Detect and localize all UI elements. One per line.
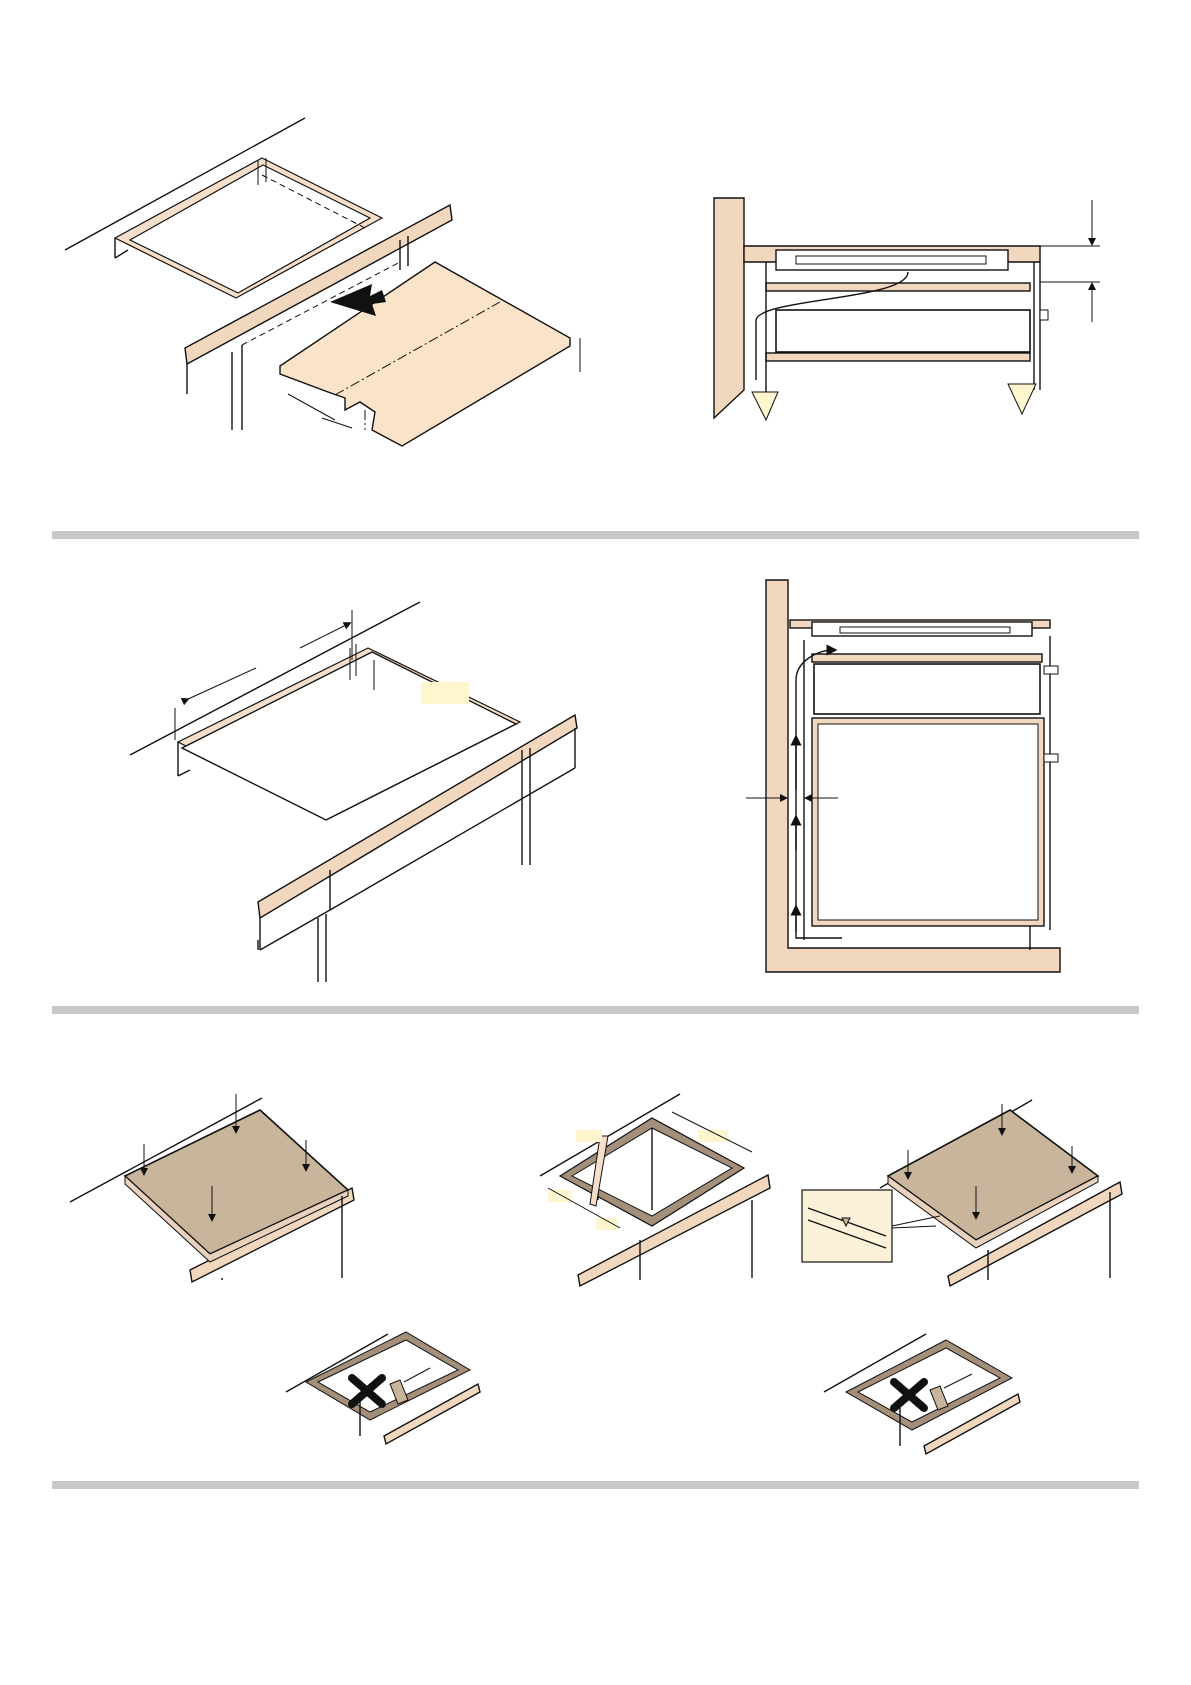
tall-cabinet-ventilation-section [746,580,1060,972]
worktop-cutout-with-protective-board [65,118,580,446]
section-divider [52,1006,1139,1014]
no-screwdriver-warning-right [824,1334,1020,1454]
section-divider [52,531,1139,539]
section-divider [52,1481,1139,1489]
oven-cabinet-side-section [714,198,1100,420]
hob-insertion-seal-detail [802,1100,1122,1286]
seal-cutout-edges [540,1094,770,1286]
hob-insertion-pressing [70,1094,354,1282]
worktop-cutout-dimensions [130,602,577,982]
no-screwdriver-warning-left [286,1332,480,1444]
